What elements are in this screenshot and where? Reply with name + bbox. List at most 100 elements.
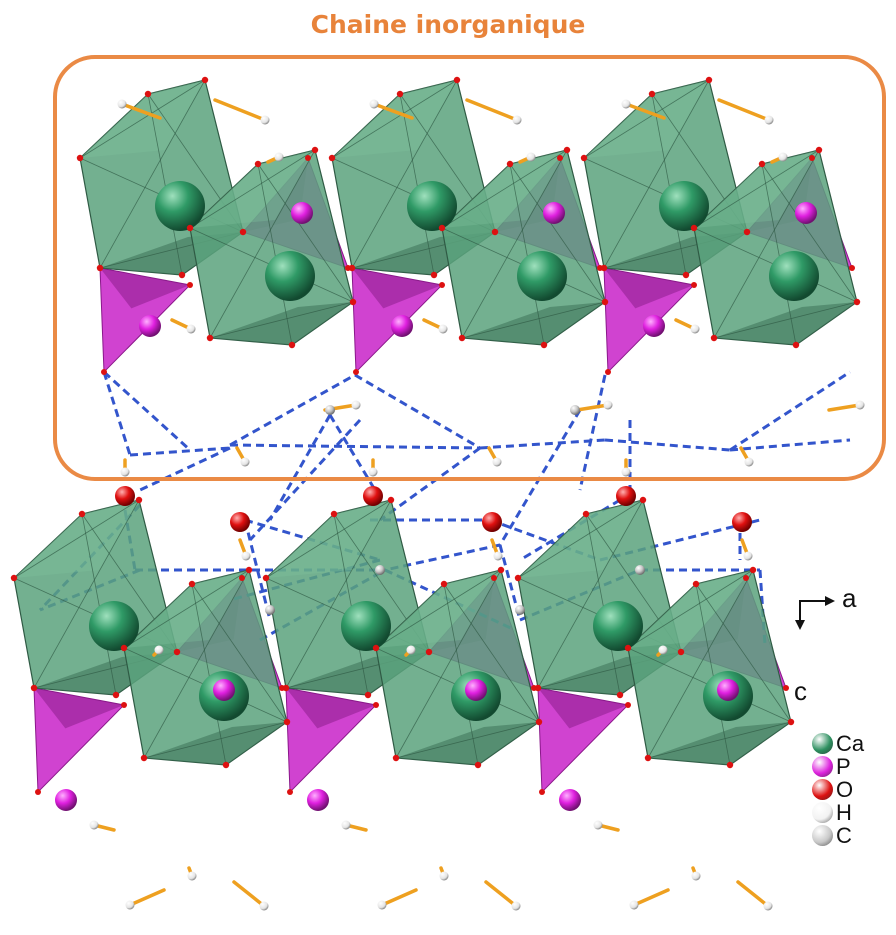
legend-item-o: O [812, 778, 864, 801]
tetrahedron-shade [352, 268, 442, 309]
o-vertex [535, 685, 541, 691]
octahedron-edge [331, 79, 458, 159]
o-vertex [639, 496, 647, 504]
o-vertex [174, 649, 180, 655]
octahedron-edge [443, 583, 540, 723]
ca-octahedron [441, 149, 606, 346]
o-vertex [330, 510, 338, 518]
h-atom-icon [812, 802, 833, 823]
o-vertex [815, 146, 823, 154]
o-vertex [506, 160, 514, 168]
axis-arrows [795, 596, 835, 630]
p-atom [717, 679, 739, 701]
octahedron-shade [210, 302, 353, 345]
octahedron-edge [351, 79, 458, 269]
o-vertex [120, 644, 128, 652]
h-atom [260, 115, 270, 125]
o-vertex [690, 224, 698, 232]
o-atom [363, 486, 383, 506]
o-vertex [144, 90, 152, 98]
h-atom [351, 400, 361, 410]
o-vertex [97, 265, 103, 271]
octahedron-edge [517, 499, 644, 579]
octahedron-edge [99, 79, 206, 269]
o-vertex [726, 761, 734, 769]
p-atom [465, 679, 487, 701]
o-vertex [245, 566, 253, 574]
o-atom [732, 512, 752, 532]
p-tetrahedron [537, 687, 630, 794]
octahedron-edge [399, 93, 435, 276]
ca-atom [407, 181, 457, 231]
hydrogen-bond [102, 371, 132, 456]
octahedron-shade [714, 302, 857, 345]
p-tetrahedron [33, 687, 126, 794]
h-atom [690, 324, 700, 334]
h-atom [439, 871, 449, 881]
h-atom [743, 551, 753, 561]
h-atom [125, 900, 135, 910]
o-vertex [758, 160, 766, 168]
o-vertex [76, 154, 84, 162]
o-vertex [497, 566, 505, 574]
bond [380, 888, 418, 907]
octahedron-edge [143, 569, 250, 759]
h-atom [377, 900, 387, 910]
legend-label: Ca [836, 730, 865, 756]
hydrogen-bond [379, 446, 481, 522]
octahedron-edge [583, 79, 710, 159]
bond [624, 102, 666, 120]
o-vertex [749, 566, 757, 574]
p-atom [391, 315, 413, 337]
o-vertex [372, 644, 380, 652]
ca-atom [155, 181, 205, 231]
legend-label: H [836, 799, 852, 825]
o-vertex [287, 789, 293, 795]
hydrogen-bond [139, 446, 231, 492]
o-vertex [557, 155, 563, 161]
h-atom [629, 900, 639, 910]
octahedron-edge [191, 583, 227, 766]
o-vertex [616, 691, 624, 699]
o-vertex [540, 341, 548, 349]
h-atom [763, 901, 773, 911]
o-vertex [678, 649, 684, 655]
hydrogen-bond [729, 370, 851, 452]
o-vertex [453, 76, 461, 84]
octahedron-edge [257, 163, 354, 303]
o-vertex [311, 146, 319, 154]
tetrahedron-shade [604, 268, 694, 309]
o-vertex [563, 146, 571, 154]
p-atom [307, 789, 329, 811]
p-atom-icon [812, 756, 833, 777]
o-vertex [439, 282, 445, 288]
h-atom [89, 820, 99, 830]
h-atom [603, 400, 613, 410]
o-vertex [458, 334, 466, 342]
o-vertex [430, 271, 438, 279]
o-vertex [624, 644, 632, 652]
o-vertex [201, 76, 209, 84]
h-atom [621, 467, 631, 477]
bond [827, 403, 862, 412]
h-atom [855, 400, 865, 410]
octahedron-edge [509, 163, 545, 346]
o-vertex [35, 789, 41, 795]
bond [575, 403, 610, 412]
h-atom [240, 457, 250, 467]
o-vertex [644, 754, 652, 762]
h-atom [778, 152, 788, 162]
o-vertex [535, 718, 543, 726]
o-vertex [426, 649, 432, 655]
o-vertex [601, 265, 607, 271]
h-atom [341, 820, 351, 830]
ca-atom [89, 601, 139, 651]
o-vertex [492, 229, 498, 235]
o-vertex [187, 282, 193, 288]
ca-atom [517, 251, 567, 301]
octahedron-edge [123, 569, 250, 649]
c-atom [325, 405, 335, 415]
legend-item-h: H [812, 801, 864, 824]
octahedron-edge [443, 583, 479, 766]
